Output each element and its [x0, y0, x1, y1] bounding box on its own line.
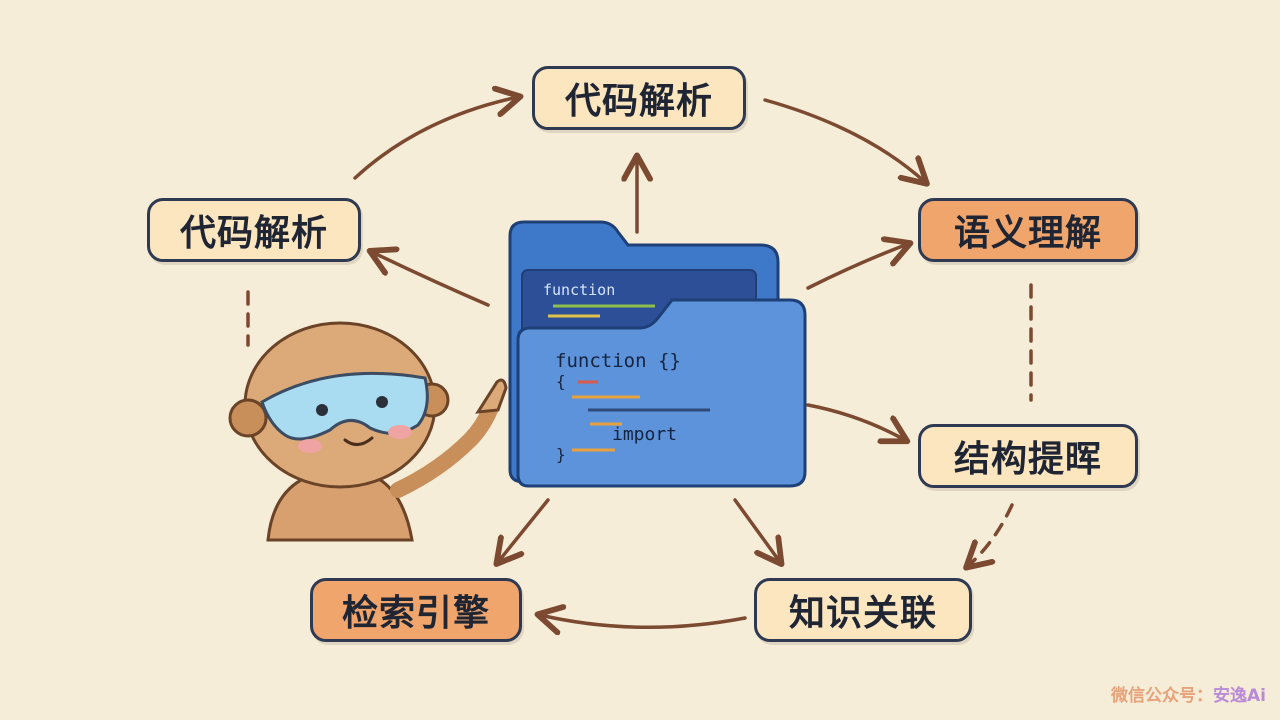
code-folder-illustration: [508, 220, 807, 488]
arrow-folder-to-right-top: [806, 244, 908, 290]
arrow-folder-to-bottom-left: [498, 498, 550, 562]
code-import: import: [612, 424, 678, 445]
arrow-folder-to-left: [372, 252, 490, 307]
arrow-folder-to-right-mid: [806, 403, 905, 440]
watermark-brand: 安逸Ai: [1213, 686, 1266, 706]
watermark: 微信公众号：安逸Ai: [1111, 681, 1266, 706]
arrow-folder-to-bottom-right: [733, 498, 780, 562]
node-code-parse-top: 代码解析: [532, 66, 746, 130]
arrow-bottom-right-to-bottom-left: [540, 615, 747, 627]
watermark-label: 微信公众号：: [1111, 686, 1214, 706]
node-structure-extraction: 结构提晖: [918, 424, 1138, 488]
code-label-back: function: [543, 281, 616, 299]
arrow-left-to-top: [353, 97, 518, 180]
node-semantic-understanding: 语义理解: [918, 198, 1138, 262]
node-search-engine: 检索引擎: [310, 578, 522, 642]
flow-arrows: [246, 97, 1033, 627]
dashed-rightmid-to-bottomright: [968, 503, 1014, 566]
node-code-parse-left: 代码解析: [147, 198, 361, 262]
robot-illustration: [228, 321, 508, 542]
code-brace-close: }: [556, 445, 566, 464]
arrow-top-to-right: [763, 98, 925, 182]
node-knowledge-association: 知识关联: [754, 578, 972, 642]
code-brace-open: {: [556, 372, 566, 391]
code-line-function: function {}: [555, 350, 681, 372]
